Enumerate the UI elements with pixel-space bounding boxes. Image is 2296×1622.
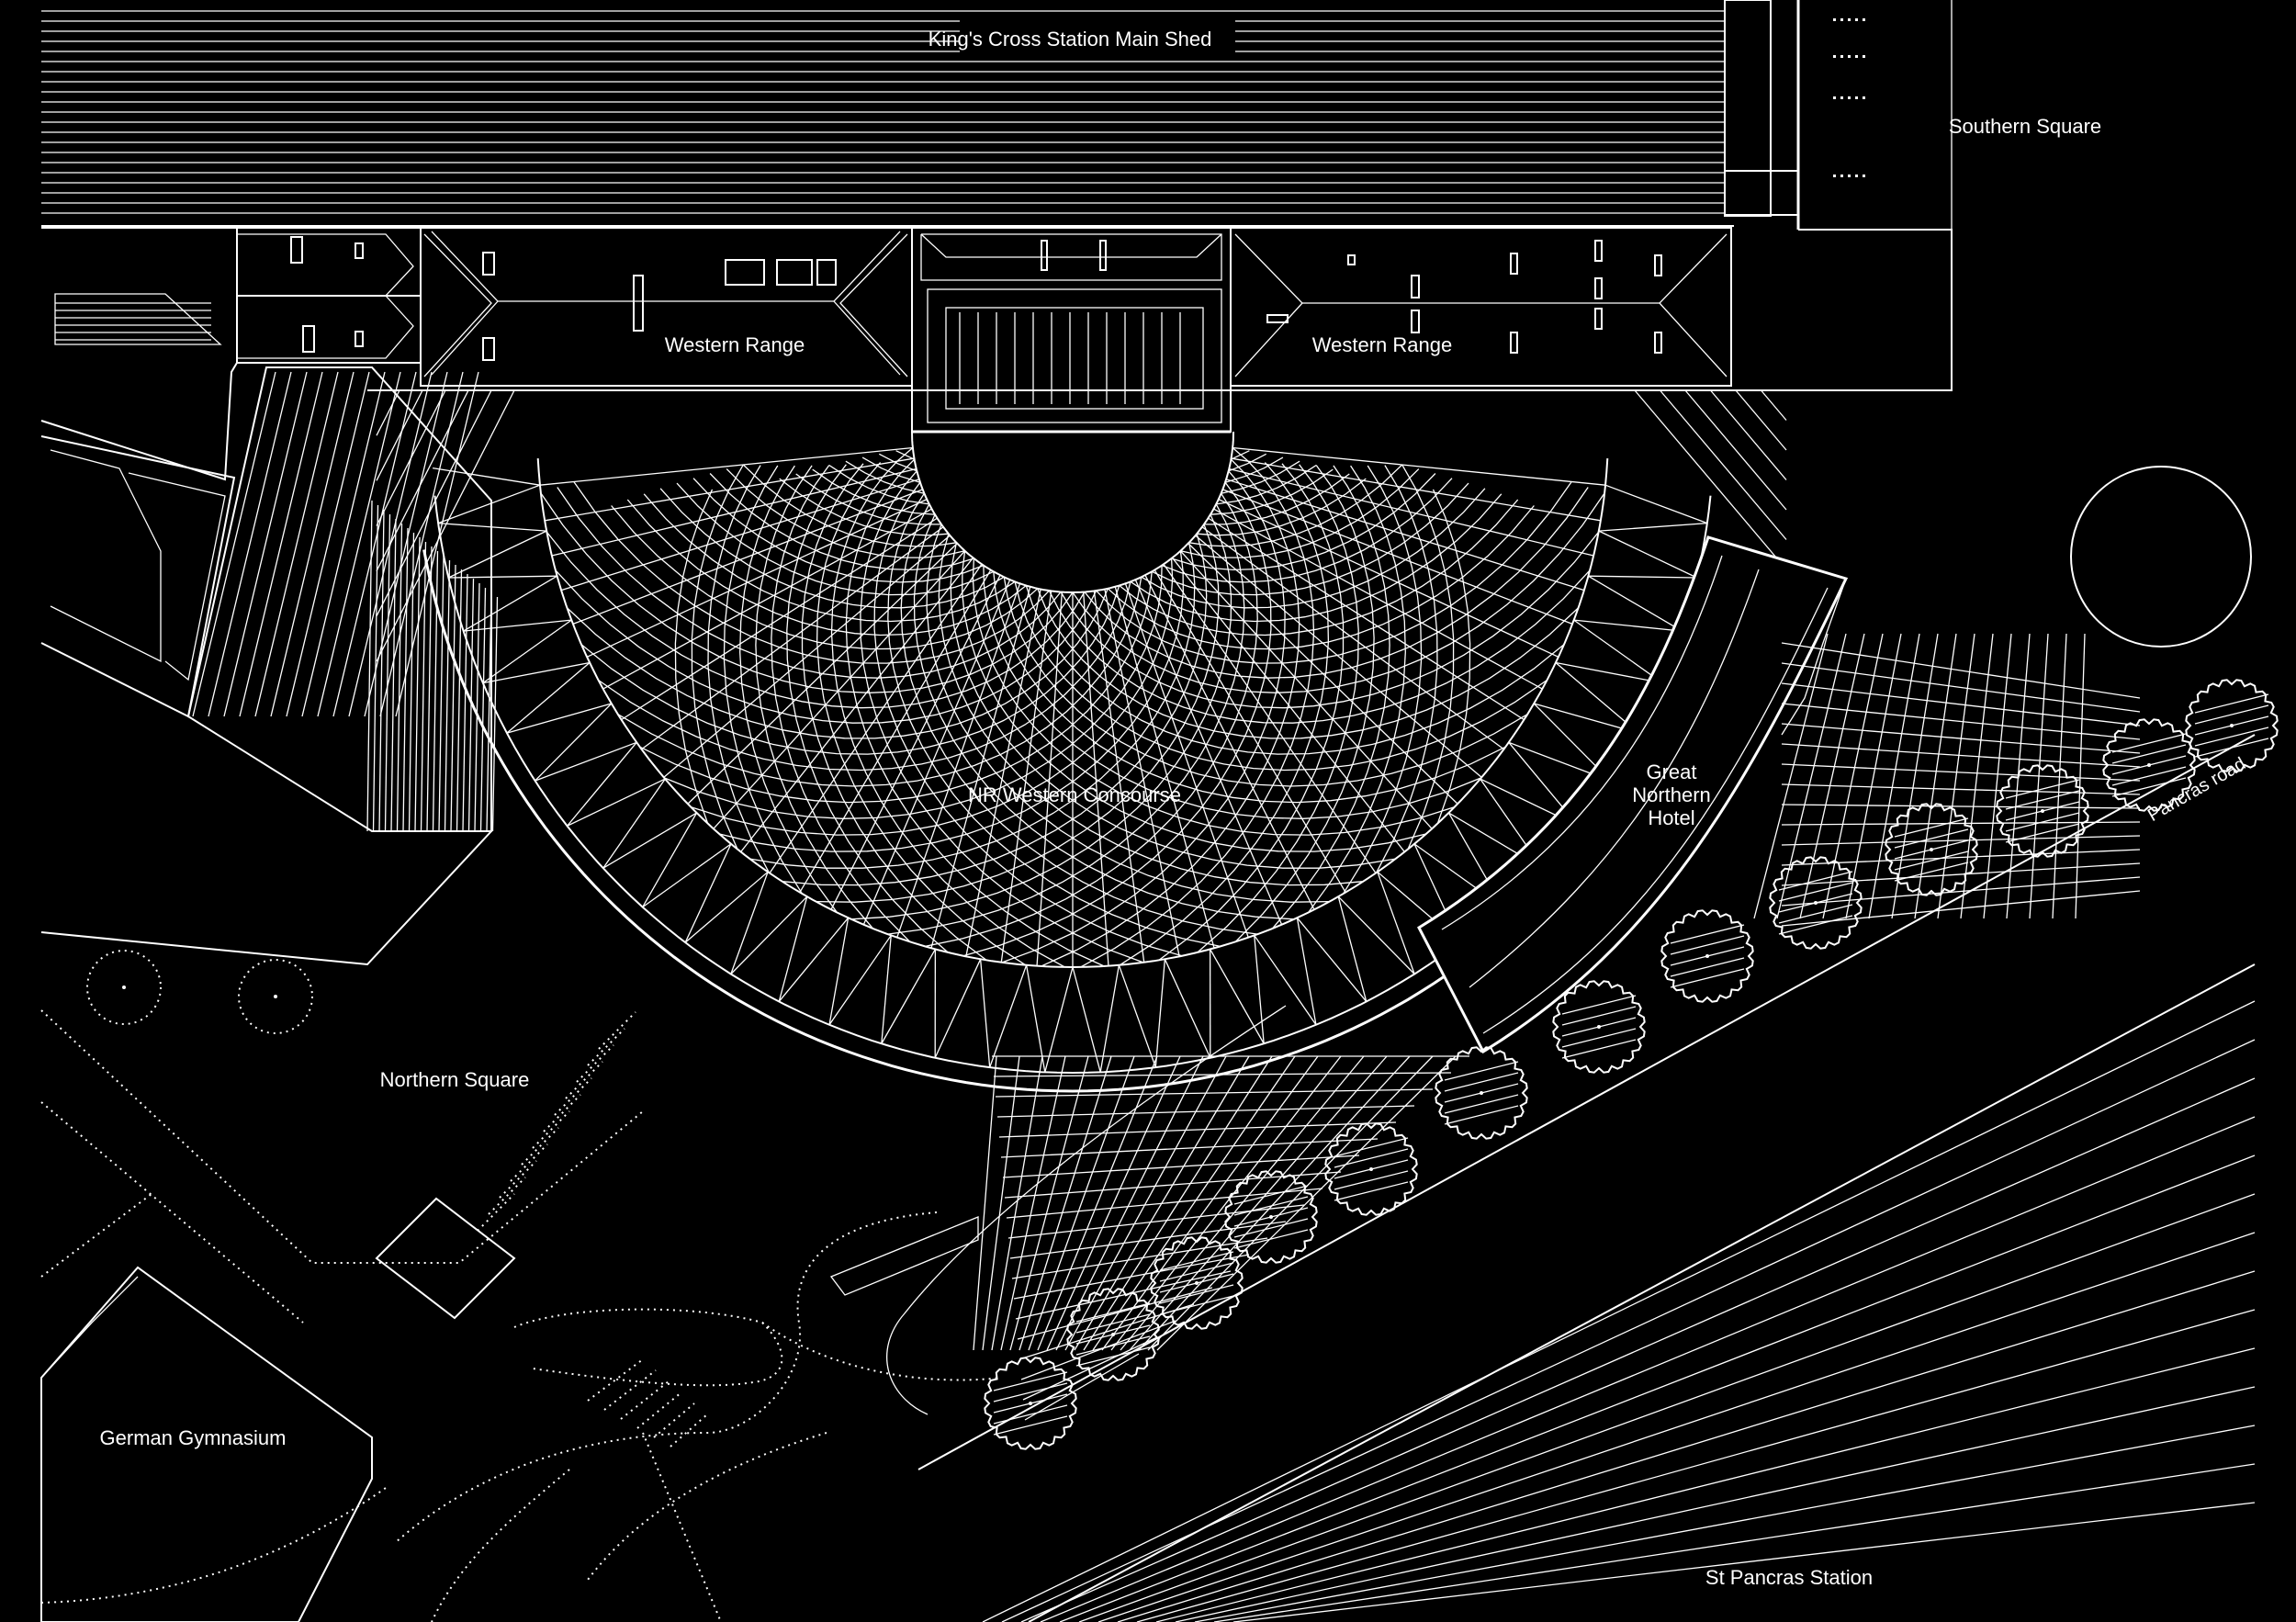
northern-square-benches: [477, 1011, 636, 1232]
western-range-buildings: Western Range Western Range: [40, 227, 1732, 481]
western-range-left-label: Western Range: [665, 333, 805, 356]
western-range-right-label: Western Range: [1312, 333, 1452, 356]
west-trees: [86, 950, 313, 1034]
concourse-roof-lattice: [367, 389, 1787, 1421]
shed-corner-box: [1724, 170, 1799, 216]
shed-end-block: [1724, 0, 1772, 217]
st-pancras-label: St Pancras Station: [1705, 1566, 1873, 1589]
northern-square-box: [375, 1197, 516, 1320]
hotel-label-3: Hotel: [1648, 806, 1694, 829]
road-network: [40, 1005, 1287, 1622]
concourse-label: NR Western Concourse: [968, 783, 1181, 806]
st-pancras-tracks: [917, 734, 2256, 1622]
booking-hall: [911, 227, 1232, 433]
east-canopy-grid: [1753, 633, 2141, 927]
tree-row: [984, 679, 2279, 1450]
german-gymnasium-label: German Gymnasium: [100, 1426, 287, 1449]
main-shed-label: King's Cross Station Main Shed: [929, 28, 1212, 51]
german-gymnasium-outline: [40, 1266, 373, 1622]
shed-column-marks: [1833, 18, 1865, 177]
northern-square-label: Northern Square: [380, 1068, 530, 1091]
main-shed-label-bg: [960, 18, 1235, 59]
hotel-label-1: Great: [1646, 760, 1696, 783]
pancras-road-label: Pancras road: [2144, 754, 2249, 827]
western-range-right: [1230, 227, 1732, 387]
main-shed-roof: [41, 10, 1734, 227]
hotel-label-2: Northern: [1632, 783, 1711, 806]
roundabout-circle: [2070, 466, 2252, 648]
booking-hall-roof-lines: [959, 312, 1181, 404]
southern-square-outline: [1734, 229, 1953, 391]
western-range-left: [420, 227, 913, 387]
west-ramp: [40, 293, 499, 966]
great-northern-hotel: Great Northern Hotel: [1417, 535, 1849, 1054]
southern-square-label: Southern Square: [1949, 115, 2101, 138]
